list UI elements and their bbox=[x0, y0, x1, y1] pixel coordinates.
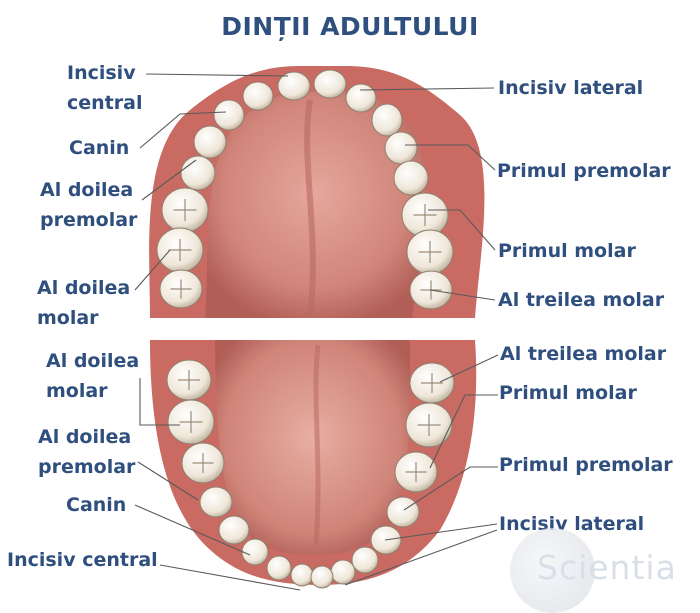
label-lower-incisiv-central: Incisiv central bbox=[7, 549, 158, 571]
upper-palate bbox=[205, 92, 426, 318]
tongue bbox=[215, 340, 410, 555]
label-lower-canin: Canin bbox=[66, 494, 127, 516]
label-upper-premolar2: Al doilea premolar bbox=[40, 175, 137, 235]
tooth-lower-premolar2-right bbox=[386, 496, 420, 528]
label-upper-molar2: Al doilea molar bbox=[37, 273, 130, 333]
tongue-groove bbox=[313, 344, 321, 546]
tooth-cusp-mark bbox=[168, 239, 192, 261]
label-upper-canin: Canin bbox=[69, 137, 130, 159]
leader-upper-molar3 bbox=[429, 289, 496, 301]
tooth-cusp-mark bbox=[405, 462, 427, 482]
leader-lower-incisiv-lateral bbox=[384, 523, 498, 541]
label-upper-molar3: Al treilea molar bbox=[498, 289, 665, 311]
label-lower-molar2: Al doilea molar bbox=[46, 346, 139, 406]
tooth-cusp-mark bbox=[178, 370, 200, 390]
tooth-upper-canine-right bbox=[371, 103, 403, 137]
tooth-lower-canine-left bbox=[241, 538, 269, 566]
leader-lines bbox=[134, 73, 499, 591]
tooth-lower-premolar2-left bbox=[199, 486, 233, 518]
tooth-lower-premolar1-left bbox=[218, 515, 250, 545]
leader-lower-incisiv-lateral-2 bbox=[344, 529, 498, 586]
diagram-title: DINȚII ADULTULUI bbox=[221, 12, 479, 41]
label-line-2: central bbox=[67, 92, 143, 114]
tooth-upper-canine-left bbox=[213, 99, 245, 131]
leader-lower-canin bbox=[134, 504, 251, 556]
label-lower-molar3: Al treilea molar bbox=[500, 343, 667, 365]
leader-upper-canin bbox=[139, 111, 227, 149]
tooth-cusp-mark bbox=[173, 199, 197, 221]
label-line-1: Incisiv bbox=[67, 62, 136, 84]
tooth-cusp-mark bbox=[413, 204, 437, 226]
tooth-upper-premolar1-left bbox=[193, 125, 227, 159]
tooth-cusp-mark bbox=[179, 411, 203, 433]
label-upper-incisiv-lateral: Incisiv lateral bbox=[498, 77, 644, 99]
label-line-2: molar bbox=[37, 307, 99, 329]
logo-circle bbox=[510, 528, 595, 613]
tooth-cusp-mark bbox=[421, 373, 443, 393]
label-lower-premolar2: Al doilea premolar bbox=[38, 422, 135, 482]
leader-lower-premolar2 bbox=[137, 461, 199, 501]
leader-lower-premolar1 bbox=[403, 466, 498, 511]
tooth-upper-premolar1-right bbox=[384, 131, 418, 165]
label-lower-premolar1: Primul premolar bbox=[499, 454, 673, 476]
leader-lower-molar3 bbox=[439, 354, 499, 383]
label-upper-molar1: Primul molar bbox=[498, 240, 636, 262]
label-lower-molar1: Primul molar bbox=[499, 382, 637, 404]
tooth-lower-incisor-lateral-left bbox=[266, 555, 292, 581]
tooth-upper-premolar2-left bbox=[180, 155, 216, 191]
tooth-upper-incisor-lateral-right bbox=[345, 83, 377, 113]
leader-upper-molar1 bbox=[428, 209, 496, 251]
leader-upper-premolar2 bbox=[141, 159, 197, 201]
tooth-upper-incisor-central-left bbox=[277, 71, 311, 101]
label-line-2: molar bbox=[46, 380, 108, 402]
tooth-cusp-mark bbox=[170, 279, 192, 299]
tooth-upper-premolar2-right bbox=[393, 160, 429, 196]
tooth-upper-incisor-lateral-left bbox=[242, 81, 274, 111]
label-upper-premolar1: Primul premolar bbox=[497, 160, 671, 182]
leader-upper-premolar1 bbox=[405, 144, 496, 171]
tooth-lower-canine-right bbox=[351, 546, 379, 574]
logo-scientia: Scientia bbox=[537, 548, 677, 587]
palate-ridge bbox=[304, 99, 316, 319]
jaw-separator bbox=[140, 318, 485, 340]
label-line-1: Al doilea bbox=[46, 350, 140, 372]
tooth-lower-incisor-lateral-right bbox=[330, 559, 356, 585]
tooth-cusp-mark bbox=[417, 414, 441, 436]
label-line-1: Al doilea bbox=[40, 179, 134, 201]
tooth-cusp-mark bbox=[418, 241, 442, 263]
tooth-upper-incisor-central-right bbox=[313, 69, 347, 99]
label-upper-incisiv-central: Incisiv central bbox=[67, 58, 142, 118]
leader-lower-molar2 bbox=[139, 378, 180, 426]
label-line-2: premolar bbox=[40, 209, 138, 231]
tooth-cusp-mark bbox=[192, 453, 214, 473]
leader-lower-incisiv-central bbox=[159, 564, 301, 591]
label-line-1: Al doilea bbox=[37, 277, 131, 299]
tooth-lower-incisor-central-left bbox=[290, 563, 314, 587]
leader-upper-molar2 bbox=[134, 249, 171, 291]
label-line-1: Al doilea bbox=[38, 426, 132, 448]
leader-upper-incisiv-central bbox=[145, 73, 289, 77]
label-line-2: premolar bbox=[38, 456, 136, 478]
leader-upper-incisiv-lateral bbox=[359, 87, 495, 91]
tooth-lower-incisor-central-right bbox=[310, 565, 334, 589]
leader-lower-molar1 bbox=[429, 394, 498, 469]
label-lower-incisiv-lateral: Incisiv lateral bbox=[499, 513, 645, 535]
